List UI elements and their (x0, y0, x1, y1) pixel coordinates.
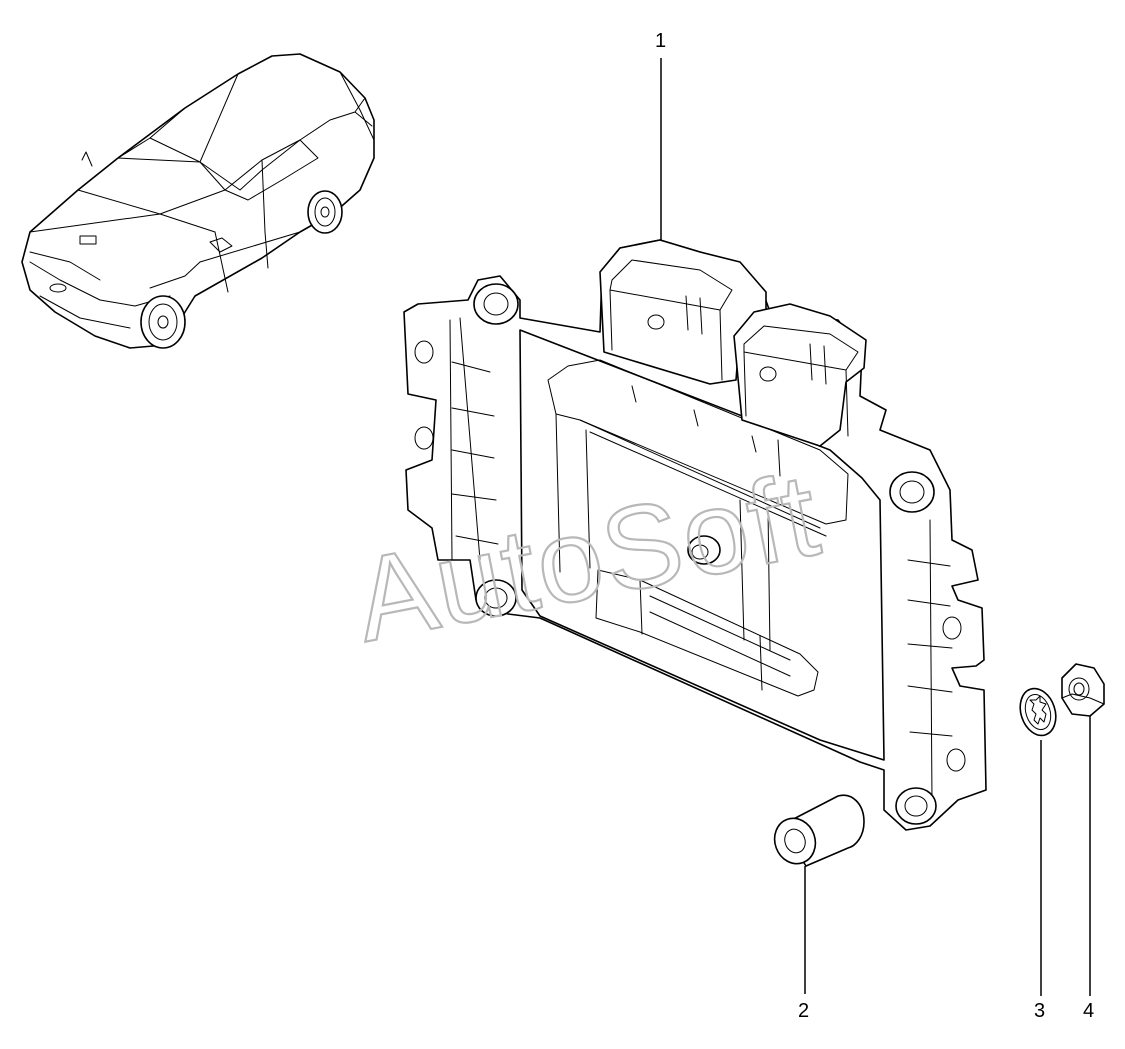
callout-number-1: 1 (655, 30, 666, 52)
spacer-sleeve (773, 794, 865, 867)
car-thumbnail (21, 53, 375, 349)
callout-number-2: 2 (798, 1000, 809, 1022)
lock-washer (1019, 687, 1057, 737)
callout-number-4: 4 (1083, 1000, 1094, 1022)
callout-number-3: 3 (1034, 1000, 1045, 1022)
ecu-control-unit (403, 239, 987, 831)
hex-nut (1061, 663, 1105, 717)
callouts: 1 2 3 4 (655, 30, 1094, 1022)
